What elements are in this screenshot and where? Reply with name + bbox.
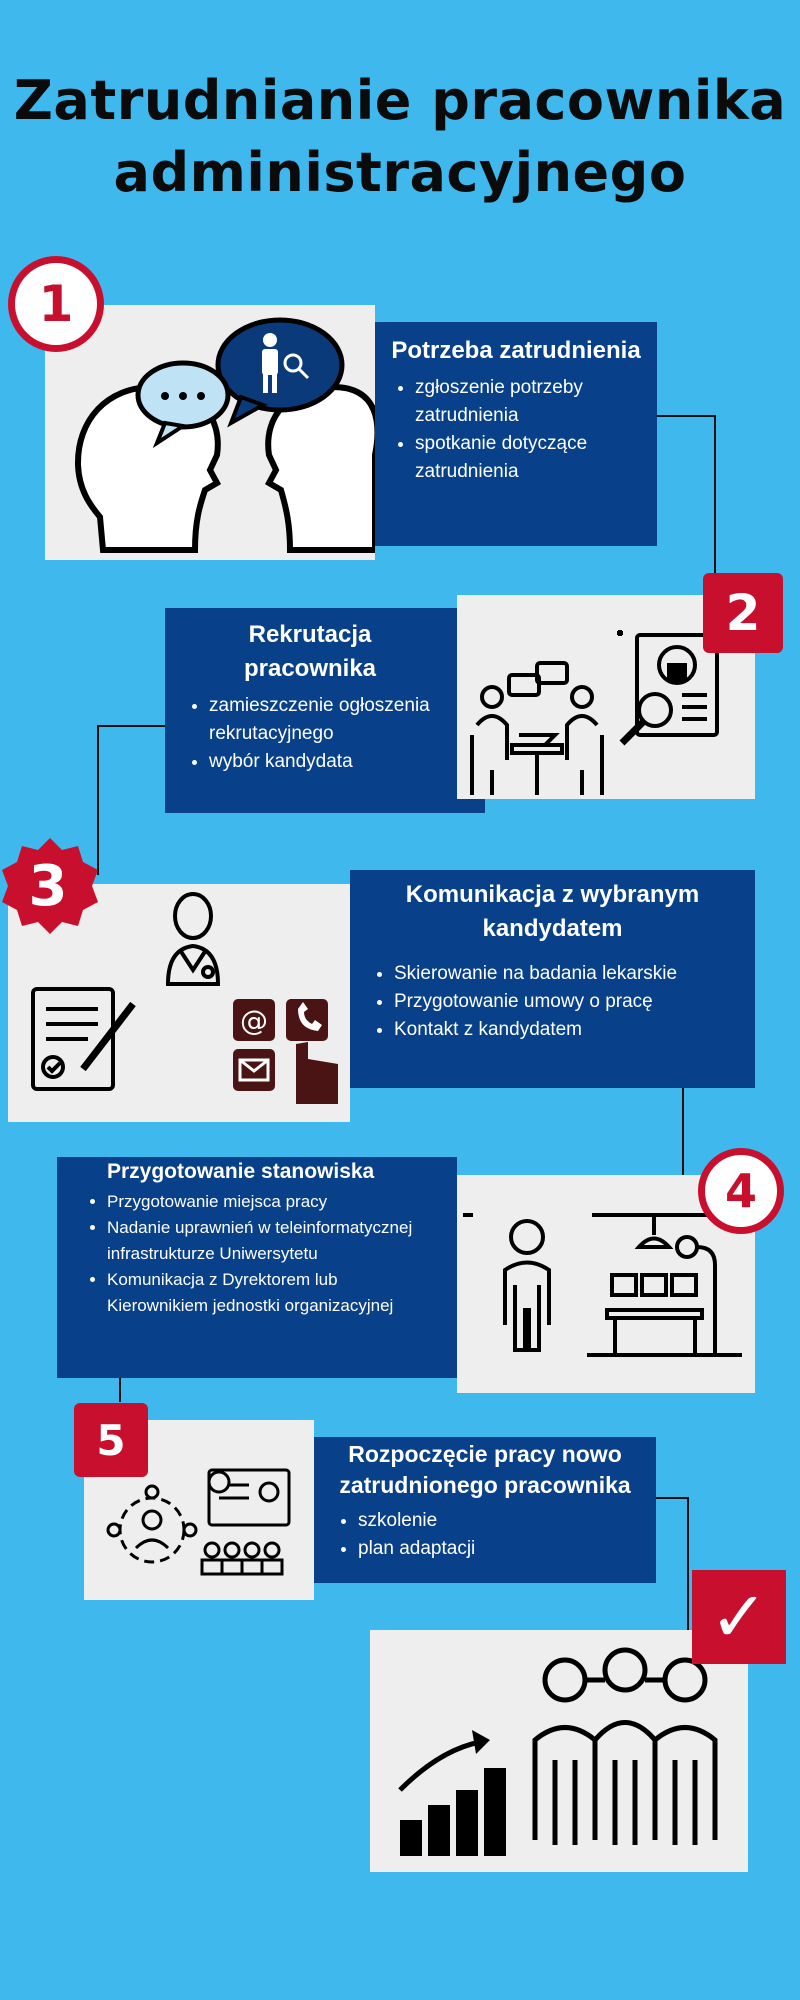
growth-chart-icon — [398, 1730, 506, 1856]
contact-channels-icon: @ — [233, 999, 338, 1104]
team-icon — [532, 1647, 718, 1845]
connector-5-final — [656, 1497, 689, 1632]
title-line-1: Zatrudnianie pracownika — [13, 69, 787, 132]
connector-2-3 — [97, 725, 165, 875]
step-1-bullets: zgłoszenie potrzeby zatrudnienia spotkan… — [391, 374, 641, 486]
step-1-image — [45, 305, 381, 560]
step-3-card: Komunikacja z wybranym kandydatem Skiero… — [350, 870, 755, 1088]
step-2-card: Rekrutacja pracownika zamieszczenie ogło… — [165, 608, 485, 813]
step-1-card: Potrzeba zatrudnienia zgłoszenie potrzeb… — [375, 322, 657, 546]
step-5-bullet-2: plan adaptacji — [358, 1535, 644, 1563]
step-2-heading: Rekrutacja pracownika — [243, 621, 377, 682]
step-4-bullets: Przygotowanie miejsca pracy Nadanie upra… — [83, 1189, 441, 1319]
title-line-2: administracyjnego — [113, 141, 687, 204]
step-2-card-inner: Rekrutacja pracownika zamieszczenie ogło… — [185, 618, 475, 776]
step-2-bullet-1: zamieszczenie ogłoszenia rekrutacyjnego — [209, 692, 439, 748]
step-3-heading: Komunikacja z wybranym kandydatem — [405, 881, 700, 942]
step-3-bullet-2: Przygotowanie umowy o pracę — [394, 988, 735, 1016]
step-1-heading: Potrzeba zatrudnienia — [391, 337, 641, 364]
step-5-card: Rozpoczęcie pracy nowo zatrudnionego pra… — [314, 1437, 656, 1583]
step-4-heading: Przygotowanie stanowiska — [107, 1160, 375, 1183]
step-2-bullet-2: wybór kandydata — [209, 748, 439, 776]
step-5-bullet-1: szkolenie — [358, 1507, 644, 1535]
step-5-image — [84, 1420, 314, 1600]
step-4-card: Przygotowanie stanowiska Przygotowanie m… — [57, 1157, 457, 1378]
step-3-badge-shape — [2, 838, 98, 934]
step-3-bullet-1: Skierowanie na badania lekarskie — [394, 960, 735, 988]
step-5-badge: 5 — [74, 1403, 148, 1477]
connector-1-2 — [657, 415, 716, 575]
document-search-icon — [617, 630, 719, 746]
interview-icon — [470, 661, 604, 795]
person-icon — [503, 1219, 551, 1352]
final-check-badge: ✓ — [692, 1570, 786, 1664]
page-title: Zatrudnianie pracownika administracyjneg… — [0, 65, 800, 209]
step-4-badge: 4 — [698, 1148, 784, 1234]
step-1-bullet-2: spotkanie dotyczące zatrudnienia — [415, 430, 641, 486]
step-1-bullet-1: zgłoszenie potrzeby zatrudnienia — [415, 374, 641, 430]
step-2-image — [457, 595, 755, 799]
step-2-bullets: zamieszczenie ogłoszenia rekrutacyjnego … — [185, 692, 439, 776]
final-image — [370, 1630, 748, 1872]
step-4-bullet-3: Komunikacja z Dyrektorem lub Kierownikie… — [107, 1267, 441, 1319]
workstation-icon — [463, 1213, 742, 1357]
gear-people-icon — [106, 1484, 198, 1564]
step-5-heading: Rozpoczęcie pracy nowo zatrudnionego pra… — [339, 1441, 631, 1498]
step-3-badge: 3 — [28, 853, 68, 919]
svg-text:@: @ — [240, 1004, 268, 1037]
step-4-bullet-2: Nadanie uprawnień w teleinformatycznej i… — [107, 1215, 441, 1267]
step-3-image: @ — [8, 884, 350, 1122]
step-3-bullets: Skierowanie na badania lekarskie Przygot… — [370, 960, 735, 1044]
two-heads-dialog-icon — [74, 317, 381, 553]
doctor-icon — [165, 892, 221, 986]
step-3-bullet-3: Kontakt z kandydatem — [394, 1016, 735, 1044]
step-2-badge: 2 — [703, 573, 783, 653]
step-4-bullet-1: Przygotowanie miejsca pracy — [107, 1189, 441, 1215]
contract-sign-icon — [31, 987, 136, 1091]
step-1-badge: 1 — [8, 256, 104, 352]
presentation-icon — [200, 1468, 291, 1576]
step-5-bullets: szkolenie plan adaptacji — [326, 1507, 644, 1563]
